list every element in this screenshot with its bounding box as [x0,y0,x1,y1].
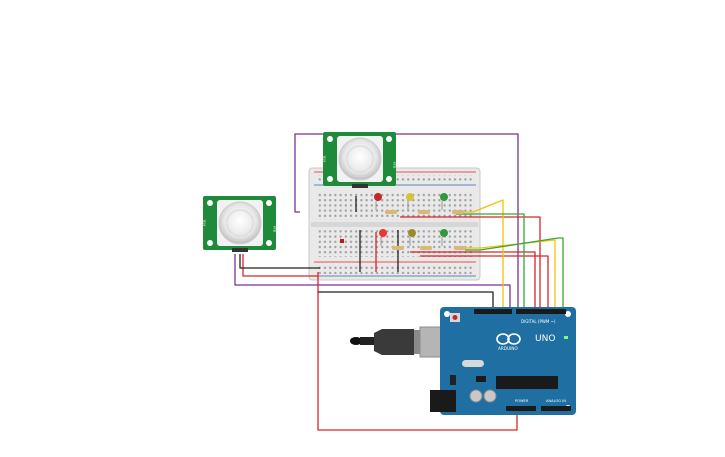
small-red-component [340,239,344,243]
pir-left-label-right: PIR [272,226,277,233]
power-header[interactable] [506,406,536,411]
power-jack[interactable] [430,390,456,412]
board-model-text: UNO [535,334,555,344]
resistors[interactable] [385,210,466,250]
wire-black-left [239,254,320,269]
wire-black-board [318,291,494,312]
wire-red-signal-1 [400,216,541,312]
wire-purple-left [234,254,511,312]
digital-header-right[interactable] [516,309,566,314]
power-label: POWER [515,399,529,403]
pir-sensor-top[interactable]: PIR PIR [322,132,397,188]
pir-left-label: PIR [202,219,207,226]
wire-green-1 [456,213,525,312]
wire-purple-top [294,133,519,312]
arduino-uno-board[interactable]: DIGITAL (PWM ~) ARDUINO UNO POWER ANALOG… [430,307,576,415]
digital-label: DIGITAL (PWM ~) [521,319,556,324]
leds[interactable] [340,193,448,246]
board-logo-text: ARDUINO [498,346,518,351]
pir-top-label-right: PIR [392,162,397,169]
analog-label: ANALOG IN [546,399,566,403]
led-yellow-top [406,193,414,210]
pir-top-label: PIR [322,155,327,162]
led-red-bottom [379,229,387,246]
wire-red-signal-3 [420,255,549,312]
wire-green-2 [465,237,564,312]
digital-header-left[interactable] [474,309,512,314]
atmega-chip [496,376,558,389]
wire-red-bottom [317,272,518,431]
pir-sensor-left[interactable]: PIR PIR [202,196,277,252]
wires [234,133,564,431]
arduino-logo-icon [496,333,521,345]
analog-header[interactable] [541,406,571,411]
led-green-bottom [440,229,448,246]
led-red-top [374,193,382,210]
led-yellow-bottom [408,229,416,246]
wire-red-left [242,254,318,277]
wire-red-signal-2 [410,251,536,312]
led-green-top [440,193,448,210]
